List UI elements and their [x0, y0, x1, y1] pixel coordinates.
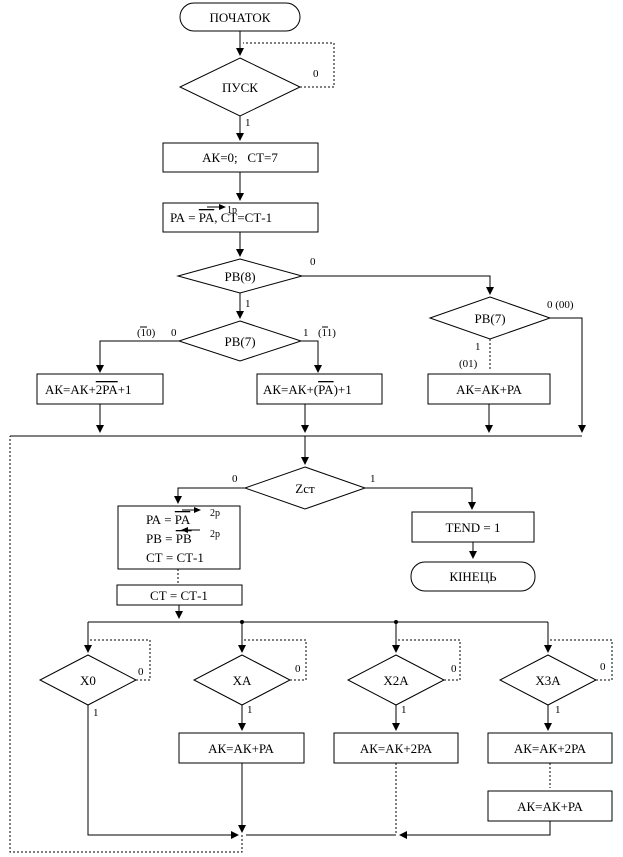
x3a-decision: X3A	[498, 654, 598, 706]
pb7l-11-label: (11)	[318, 327, 336, 339]
init-label: АК=0; СТ=7	[202, 150, 278, 165]
x2a-action-block: АК=АК+2РА	[333, 732, 459, 764]
end-label: КІНЕЦЬ	[449, 569, 497, 584]
pb8-1-label: 1	[245, 298, 251, 310]
edge-x3a-merge	[399, 821, 551, 839]
xa-label: XA	[233, 673, 252, 688]
x0-label: X0	[80, 673, 96, 688]
edge-zct-1	[365, 487, 476, 510]
x0-1-label: 1	[93, 707, 99, 719]
start-terminator: ПОЧАТОК	[179, 2, 301, 32]
pb8-decision: PB(8)	[176, 258, 304, 294]
x3a-1-label: 1	[555, 704, 561, 716]
tend-block: TEND = 1	[411, 511, 535, 543]
x2a-label: X2A	[383, 673, 409, 688]
ak-pa-label: АК=АК+(PA)+1	[263, 382, 352, 397]
pb7r-0-label: 0 (00)	[547, 299, 574, 311]
shift2-line2: РВ = PB	[146, 531, 192, 546]
pb8-label: PB(8)	[224, 269, 255, 284]
x3a-action-label-1: АК=АК+2РА	[514, 741, 587, 756]
x3a-action-label-2: АК=АК+РА	[517, 799, 583, 814]
pusk-decision: ПУСК	[178, 57, 302, 117]
start-label: ПОЧАТОК	[210, 10, 271, 25]
pb7-left-label: PB(7)	[224, 334, 255, 349]
ct-dec-block: СТ = СТ-1	[116, 584, 243, 606]
xa-1-label: 1	[247, 704, 253, 716]
xa-loop-edge	[244, 639, 307, 681]
init-block: АК=0; СТ=7	[162, 142, 319, 173]
ak-2pa-label: АК=АК+2PA+1	[45, 382, 132, 397]
edge-zct-0	[174, 487, 245, 504]
x2a-1-label: 1	[401, 704, 407, 716]
pb7-right-label: PB(7)	[474, 311, 505, 326]
shift2-line1: РА = PA	[146, 512, 191, 527]
x3a-action-block-1: АК=АК+2РА	[487, 732, 613, 764]
x3a-label: X3A	[535, 673, 561, 688]
x0-loop-edge	[90, 639, 151, 681]
ak-pa-block: АК=АК+(PA)+1	[256, 373, 383, 405]
pb8-0-label: 0	[310, 256, 316, 268]
ct-dec-label: СТ = СТ-1	[150, 588, 208, 603]
pb7r-1-label: 1	[475, 341, 481, 353]
zct-0-label: 0	[232, 473, 238, 485]
ak-2pa-block: АК=АК+2PA+1	[36, 373, 164, 405]
pusk-loop-edge	[243, 42, 335, 88]
edge-pb7r-0	[550, 317, 586, 433]
edge-pb7l-1	[301, 340, 322, 373]
pb7-left-decision: PB(7)	[177, 320, 303, 362]
x2a-loop-edge	[398, 639, 461, 681]
pb7-right-decision: PB(7)	[428, 296, 552, 340]
ak-plus-pa-right-block: АК=АК+РА	[427, 373, 551, 405]
edge-x0-merge	[87, 705, 239, 839]
pb7l-10-label: (10)	[137, 327, 156, 339]
xa-decision: XA	[192, 654, 292, 706]
shift1-label: РА = PA, СТ=СТ-1	[170, 210, 272, 225]
zct-label: Zст	[295, 481, 315, 496]
zct-1-label: 1	[370, 473, 376, 485]
x2a-0-label: 0	[451, 663, 457, 675]
pusk-0-label: 0	[313, 68, 319, 80]
x3a-loop-edge	[550, 639, 613, 681]
shift2-line3: СТ = СТ-1	[146, 550, 204, 565]
ak-plus-pa-right-label: АК=АК+РА	[456, 382, 522, 397]
shift2-sup-2: 2р	[210, 529, 220, 540]
x2a-action-label: АК=АК+2РА	[360, 741, 433, 756]
x3a-0-label: 0	[600, 661, 606, 673]
xa-0-label: 0	[295, 663, 301, 675]
pusk-label: ПУСК	[222, 80, 258, 95]
pusk-1-label: 1	[245, 117, 251, 129]
end-terminator: КІНЕЦЬ	[410, 561, 536, 592]
pb7r-01-label: (01)	[459, 358, 478, 370]
zct-decision: Zст	[243, 466, 367, 510]
x3a-action-block-2: АК=АК+РА	[487, 790, 613, 822]
tend-label: TEND = 1	[446, 520, 501, 535]
pb7l-0-label: 0	[171, 327, 177, 339]
shift2-block: РА = PA 2р РВ = PB 2р СТ = СТ-1	[117, 505, 241, 570]
edge-pb7l-0	[96, 340, 179, 373]
shift1-sup: 1р	[227, 205, 237, 216]
xa-action-label: АК=АК+РА	[208, 741, 274, 756]
loop-back-edge	[9, 436, 243, 853]
pb7l-1-label: 1	[303, 327, 309, 339]
x0-decision: X0	[38, 654, 138, 706]
xa-action-block: АК=АК+РА	[178, 732, 305, 764]
shift2-sup-1: 2р	[210, 508, 220, 519]
edge-pb8-0	[302, 275, 494, 295]
x2a-decision: X2A	[346, 654, 446, 706]
x0-0-label: 0	[138, 666, 144, 678]
shift1-block: РА = PA, СТ=СТ-1 1р	[162, 202, 319, 233]
